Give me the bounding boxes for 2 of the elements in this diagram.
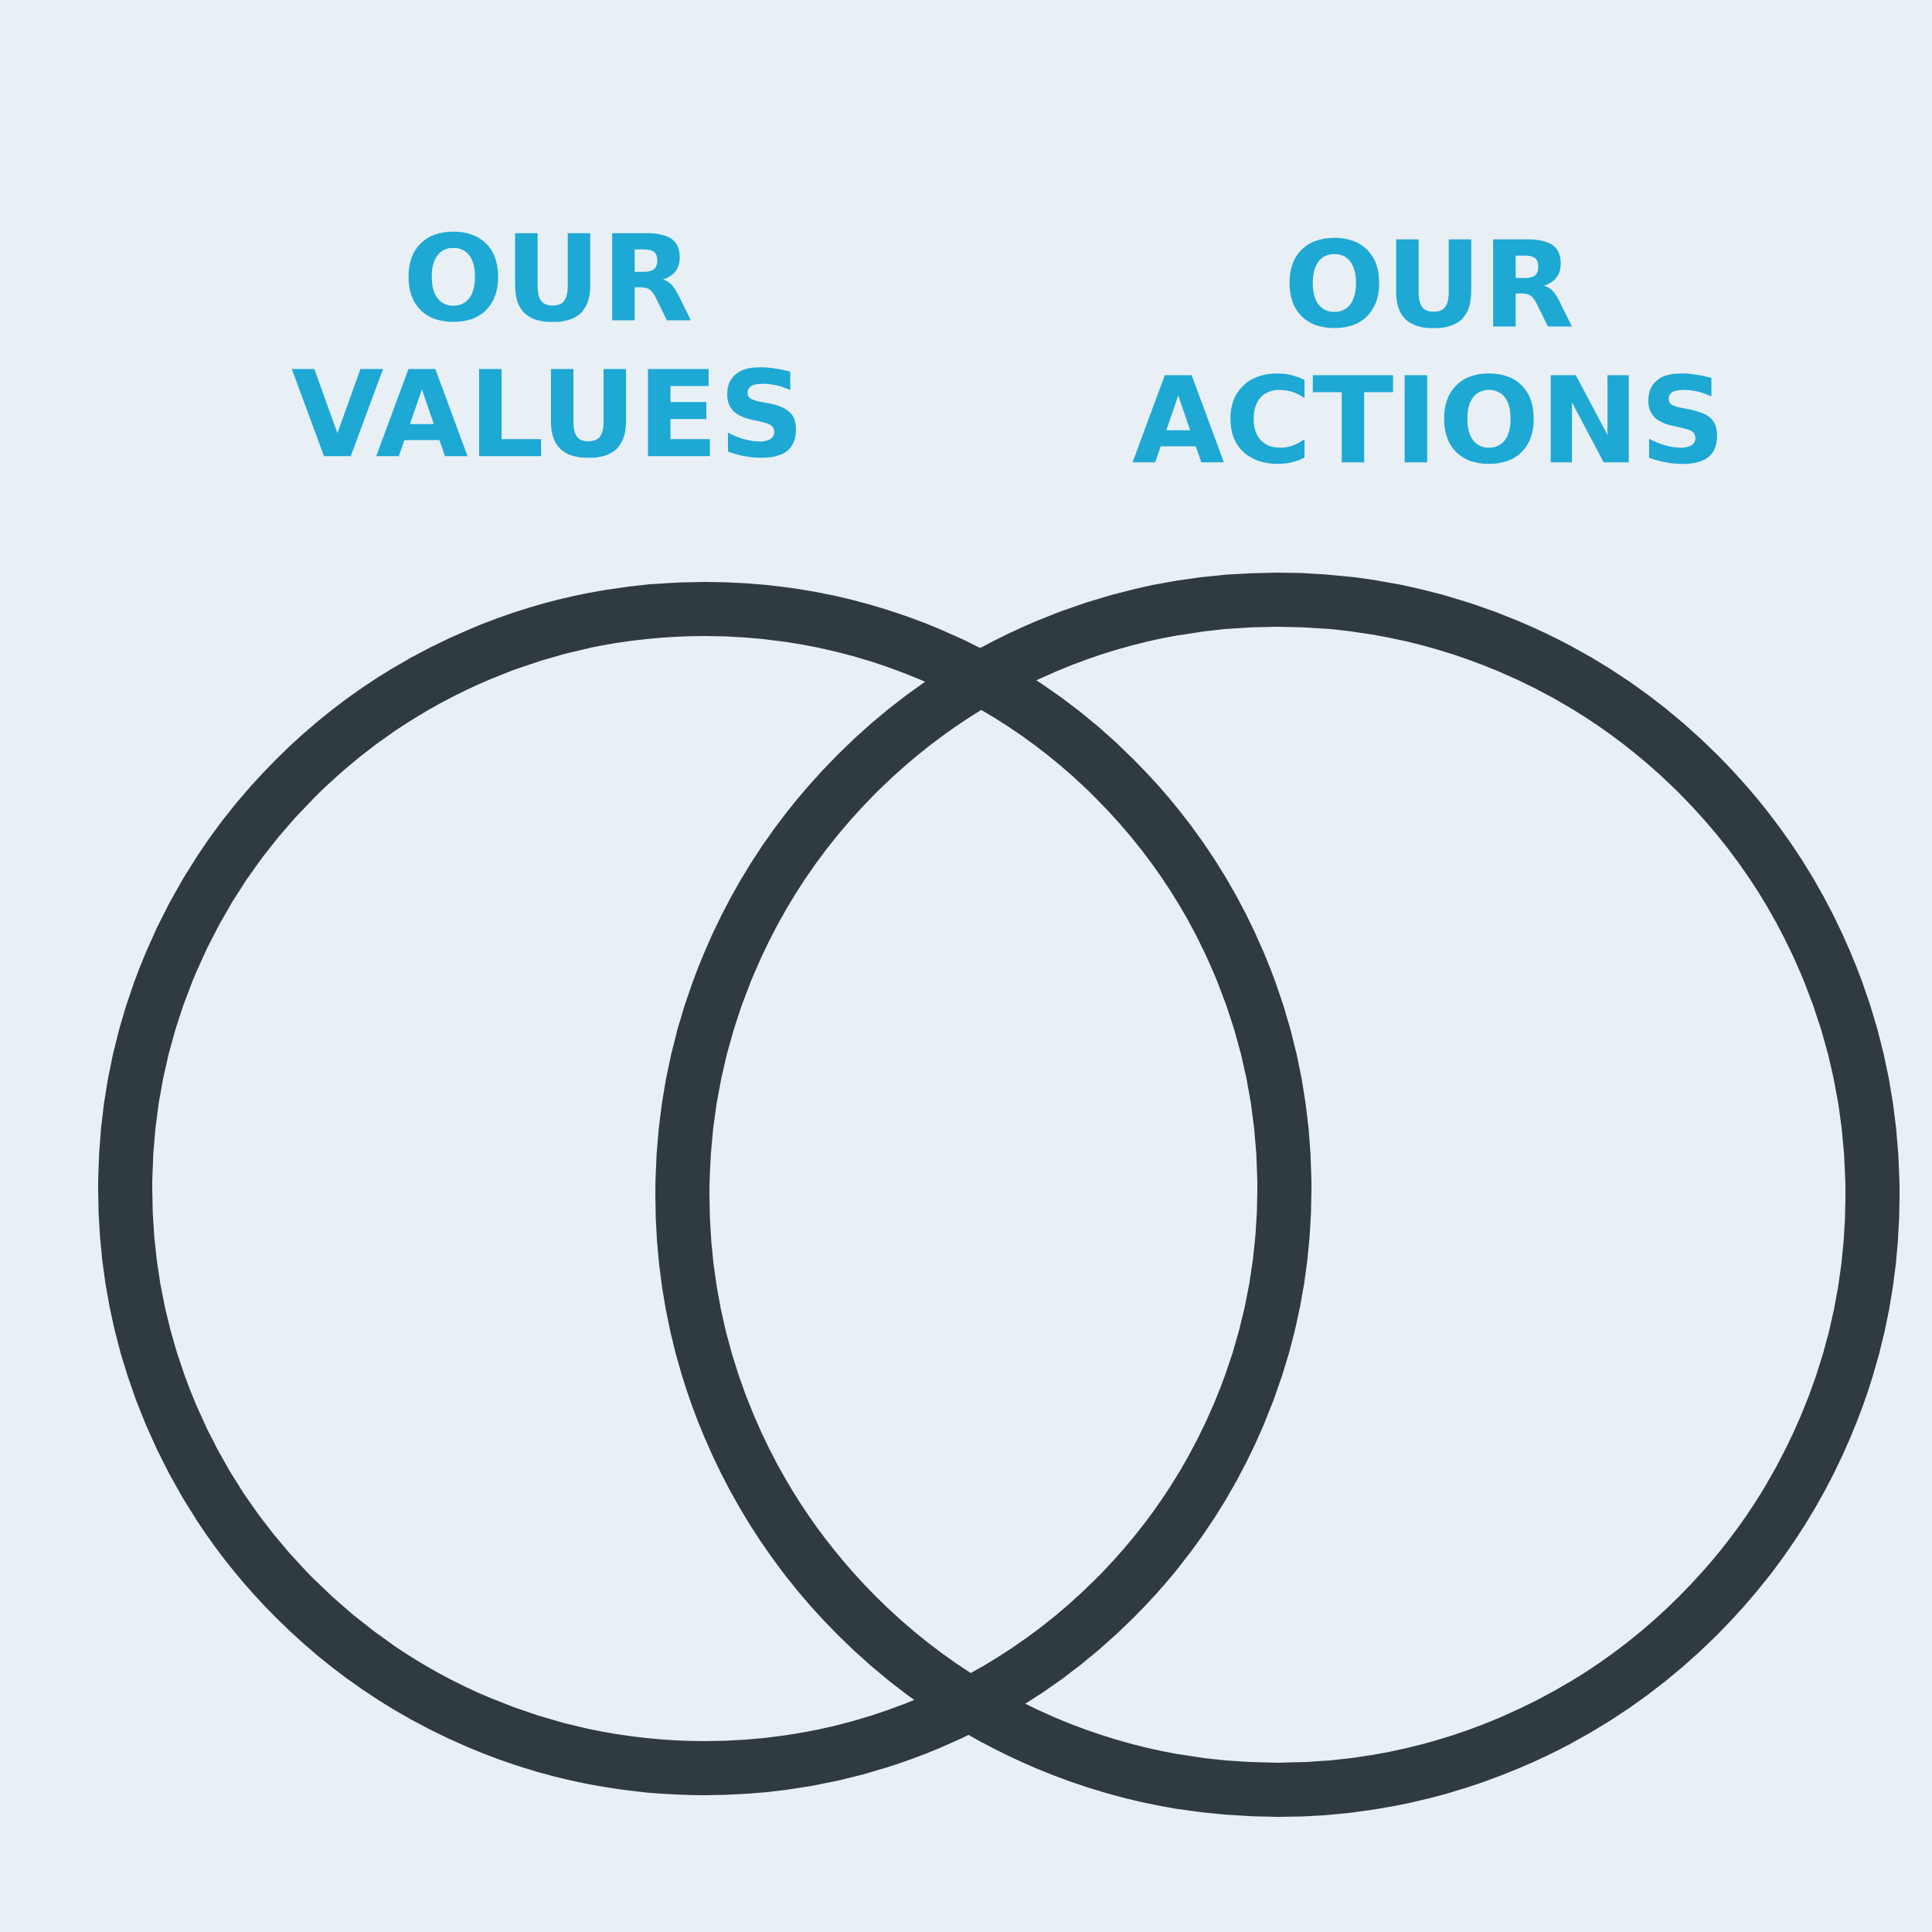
circle-heading: OUR ACTIONS — [1132, 237, 1717, 464]
circle-heading: OUR VALUES — [291, 231, 796, 458]
